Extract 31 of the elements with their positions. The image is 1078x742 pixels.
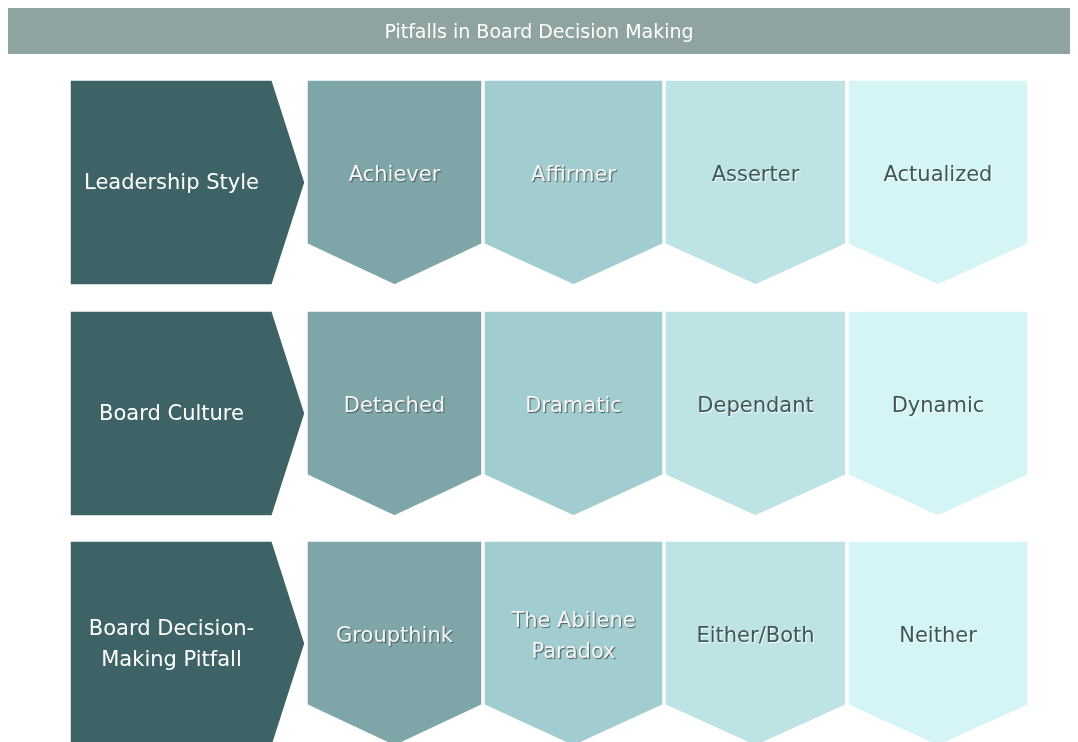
title-bar: Pitfalls in Board Decision Making <box>8 8 1070 54</box>
cell-text: Dramatic <box>524 391 623 419</box>
cell-text: Achiever <box>347 160 442 188</box>
cell-text: Dependant <box>696 391 815 419</box>
arrow-shape <box>70 311 305 516</box>
cell-text: Dynamic <box>890 391 986 419</box>
cell-text: Either/Both <box>695 621 816 649</box>
cell-text: Groupthink <box>335 621 454 649</box>
chevron-shape <box>307 541 482 742</box>
row-heading: Leadership Style <box>83 168 260 196</box>
chevron-shape <box>307 80 482 285</box>
arrow-shape <box>70 541 305 742</box>
cell-text: The Abilene Paradox <box>510 606 637 665</box>
cell-text: Detached <box>342 391 447 419</box>
row-heading: Board Decision-Making Pitfall <box>87 614 256 673</box>
chevron-shape <box>848 541 1028 742</box>
chevron-shape <box>665 541 846 742</box>
row-heading: Board Culture <box>98 399 245 427</box>
chevron-shape <box>848 80 1028 285</box>
chevron-shape <box>665 311 846 516</box>
chevron-shape <box>484 541 663 742</box>
chevron-shape <box>484 311 663 516</box>
chevron-shape <box>484 80 663 285</box>
cell-text: Actualized <box>882 160 994 188</box>
arrow-shape <box>70 80 305 285</box>
chevron-shape <box>665 80 846 285</box>
chevron-shape <box>848 311 1028 516</box>
chevron-shape <box>307 311 482 516</box>
cell-text: Neither <box>898 621 978 649</box>
cell-text: Affirmer <box>530 160 617 188</box>
cell-text: Asserter <box>710 160 801 188</box>
